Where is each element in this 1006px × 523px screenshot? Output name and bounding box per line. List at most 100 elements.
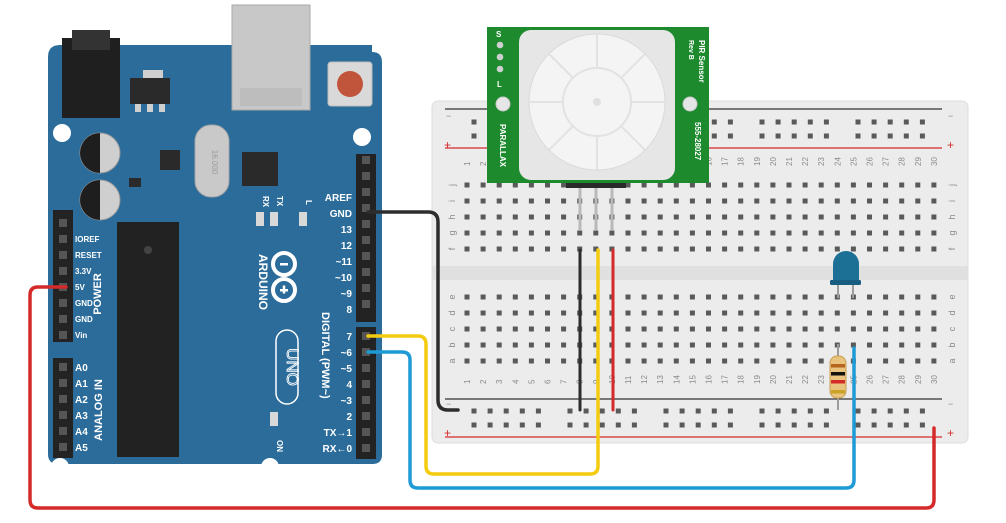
breadboard-hole[interactable]	[738, 342, 744, 348]
rail-hole[interactable]	[919, 408, 925, 414]
breadboard-hole[interactable]	[689, 198, 695, 204]
breadboard-hole[interactable]	[834, 246, 840, 252]
breadboard-hole[interactable]	[657, 246, 663, 252]
breadboard-hole[interactable]	[786, 342, 792, 348]
breadboard-hole[interactable]	[706, 326, 711, 332]
breadboard-hole[interactable]	[850, 246, 856, 252]
header-pin[interactable]	[362, 188, 370, 196]
breadboard-hole[interactable]	[786, 214, 792, 220]
breadboard-hole[interactable]	[528, 246, 534, 252]
rail-hole[interactable]	[599, 408, 605, 414]
rail-hole[interactable]	[711, 133, 717, 139]
breadboard-hole[interactable]	[770, 310, 776, 316]
breadboard-hole[interactable]	[496, 198, 502, 204]
header-pin[interactable]	[362, 428, 370, 436]
breadboard-hole[interactable]	[689, 342, 695, 348]
rail-hole[interactable]	[855, 408, 861, 414]
breadboard-hole[interactable]	[899, 358, 905, 364]
breadboard-hole[interactable]	[754, 230, 760, 236]
breadboard-hole[interactable]	[802, 214, 808, 220]
breadboard-hole[interactable]	[867, 198, 872, 204]
breadboard-hole[interactable]	[802, 326, 808, 332]
breadboard-hole[interactable]	[834, 214, 840, 220]
breadboard-hole[interactable]	[931, 358, 937, 364]
breadboard-hole[interactable]	[818, 230, 824, 236]
breadboard-hole[interactable]	[883, 198, 889, 204]
breadboard-hole[interactable]	[625, 342, 631, 348]
breadboard-hole[interactable]	[850, 342, 856, 348]
breadboard-hole[interactable]	[754, 358, 760, 364]
breadboard-hole[interactable]	[512, 310, 518, 316]
rail-hole[interactable]	[679, 408, 685, 414]
rail-hole[interactable]	[487, 422, 493, 428]
breadboard-hole[interactable]	[883, 326, 889, 332]
breadboard-hole[interactable]	[850, 326, 856, 332]
breadboard-hole[interactable]	[464, 230, 470, 236]
rail-hole[interactable]	[695, 408, 701, 414]
breadboard-hole[interactable]	[786, 182, 792, 188]
header-pin[interactable]	[362, 444, 370, 452]
breadboard-hole[interactable]	[561, 230, 567, 236]
breadboard-hole[interactable]	[722, 342, 728, 348]
breadboard-hole[interactable]	[528, 198, 534, 204]
rail-hole[interactable]	[727, 422, 733, 428]
breadboard-hole[interactable]	[545, 198, 550, 204]
breadboard-hole[interactable]	[754, 198, 760, 204]
breadboard-hole[interactable]	[931, 182, 937, 188]
rail-hole[interactable]	[567, 408, 573, 414]
breadboard-hole[interactable]	[706, 246, 711, 252]
breadboard-hole[interactable]	[802, 198, 808, 204]
rail-hole[interactable]	[663, 408, 669, 414]
breadboard-hole[interactable]	[625, 246, 631, 252]
breadboard-hole[interactable]	[770, 246, 776, 252]
breadboard-hole[interactable]	[738, 310, 744, 316]
breadboard-hole[interactable]	[706, 294, 711, 300]
breadboard-hole[interactable]	[464, 198, 470, 204]
breadboard-hole[interactable]	[673, 342, 679, 348]
breadboard-hole[interactable]	[754, 294, 760, 300]
header-pin[interactable]	[362, 172, 370, 180]
breadboard-hole[interactable]	[545, 342, 550, 348]
breadboard-hole[interactable]	[464, 294, 470, 300]
breadboard-hole[interactable]	[496, 230, 502, 236]
breadboard-hole[interactable]	[545, 294, 550, 300]
header-pin[interactable]	[362, 284, 370, 292]
breadboard-hole[interactable]	[528, 214, 534, 220]
breadboard-hole[interactable]	[706, 342, 711, 348]
breadboard-hole[interactable]	[689, 294, 695, 300]
breadboard-hole[interactable]	[883, 246, 889, 252]
rail-hole[interactable]	[775, 133, 781, 139]
rail-hole[interactable]	[791, 133, 797, 139]
breadboard-hole[interactable]	[464, 310, 470, 316]
breadboard-hole[interactable]	[689, 230, 695, 236]
breadboard-hole[interactable]	[867, 294, 872, 300]
breadboard-hole[interactable]	[931, 214, 937, 220]
header-pin[interactable]	[362, 204, 370, 212]
breadboard-hole[interactable]	[689, 214, 695, 220]
rail-hole[interactable]	[855, 422, 861, 428]
rail-hole[interactable]	[855, 119, 861, 125]
breadboard-hole[interactable]	[545, 310, 550, 316]
rail-hole[interactable]	[807, 133, 813, 139]
header-pin[interactable]	[362, 300, 370, 308]
breadboard-hole[interactable]	[899, 214, 905, 220]
breadboard-hole[interactable]	[609, 230, 615, 236]
rail-hole[interactable]	[871, 133, 877, 139]
breadboard-hole[interactable]	[593, 326, 599, 332]
breadboard-hole[interactable]	[738, 182, 744, 188]
breadboard-hole[interactable]	[657, 198, 663, 204]
breadboard-hole[interactable]	[818, 294, 824, 300]
rail-hole[interactable]	[663, 422, 669, 428]
rail-hole[interactable]	[775, 422, 781, 428]
breadboard-hole[interactable]	[867, 342, 872, 348]
breadboard-hole[interactable]	[834, 230, 840, 236]
breadboard-hole[interactable]	[770, 294, 776, 300]
breadboard-hole[interactable]	[673, 214, 679, 220]
breadboard-hole[interactable]	[593, 294, 599, 300]
breadboard-hole[interactable]	[738, 358, 744, 364]
breadboard-hole[interactable]	[512, 358, 518, 364]
breadboard-hole[interactable]	[770, 214, 776, 220]
breadboard-hole[interactable]	[496, 342, 502, 348]
breadboard-hole[interactable]	[722, 214, 728, 220]
breadboard-hole[interactable]	[657, 358, 663, 364]
